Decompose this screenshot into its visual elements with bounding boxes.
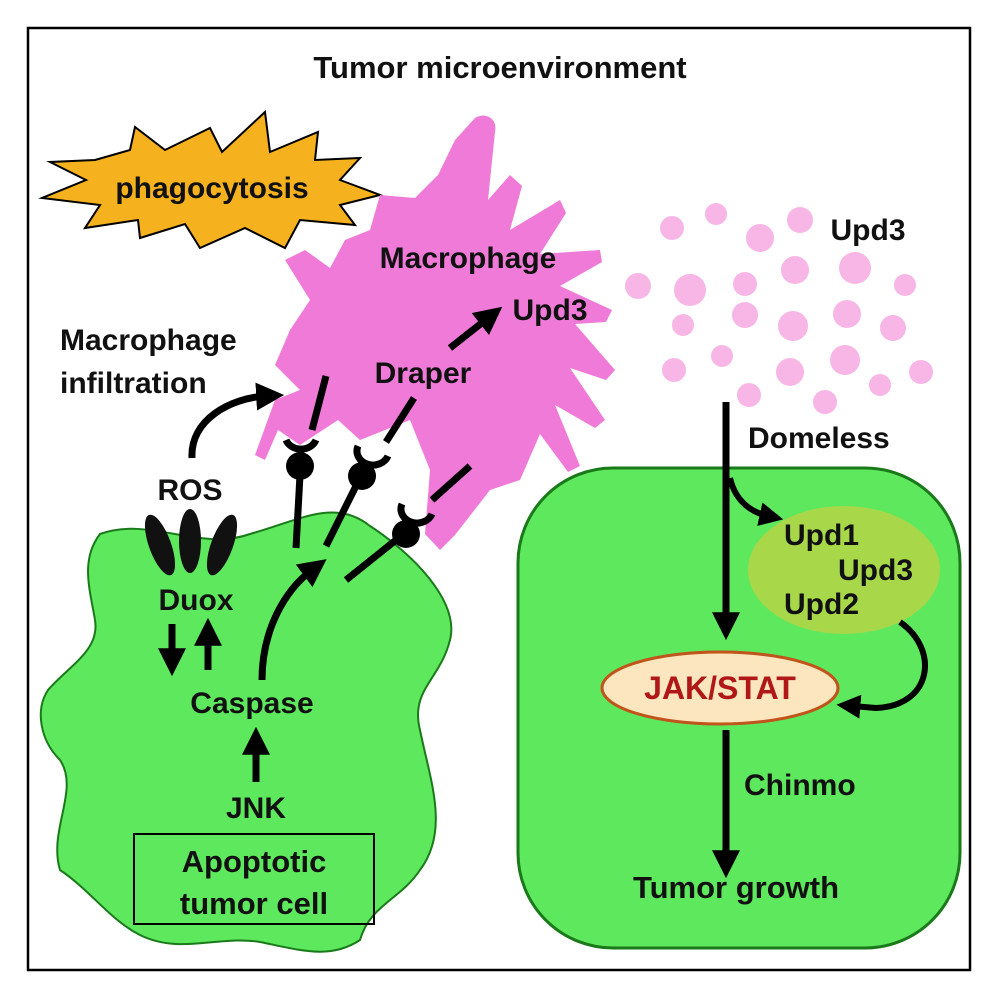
domeless-label: Domeless: [748, 422, 890, 455]
upd-to-jakstat-arrow: [836, 619, 928, 719]
upd3-dot: [660, 216, 684, 240]
phagocytosis-label: phagocytosis: [115, 172, 308, 205]
ros-molecules: [144, 509, 238, 576]
receptor-pair-2: [322, 396, 417, 548]
ros-to-macrophage-arrow: [188, 382, 285, 459]
ros-label: ROS: [157, 474, 222, 507]
receptor-stem: [322, 484, 360, 548]
macrophage-infiltration-label-line2: infiltration: [60, 367, 207, 400]
ros-ellipse: [206, 514, 238, 576]
tumor-growth-label: Tumor growth: [633, 870, 839, 905]
upd3-dot: [833, 300, 861, 328]
receptor-pair-1: [282, 375, 330, 549]
upd1-label: Upd1: [784, 519, 859, 552]
receptor-cup: [397, 502, 436, 527]
upd3-dot: [839, 252, 871, 284]
upd3-dot: [880, 315, 906, 341]
ligand-ball: [286, 452, 314, 480]
macrophage-cell: [255, 115, 615, 551]
ros-ellipse: [179, 509, 201, 573]
upd3-dot-cloud: [625, 203, 933, 414]
diagram-title: Tumor microenvironment: [313, 50, 686, 85]
apoptotic-label-line2: tumor cell: [180, 886, 328, 921]
upd3-dot: [778, 311, 808, 341]
apoptotic-label-line1: Apoptotic: [182, 844, 327, 879]
upd3-dot: [711, 345, 733, 367]
receptor-cup: [353, 444, 392, 469]
jak-stat-label: JAK/STAT: [644, 670, 796, 706]
receptor-stalk: [383, 396, 417, 444]
upd3-dot: [746, 224, 774, 252]
receptor-stalk: [429, 463, 473, 503]
upd3-dot: [894, 274, 916, 296]
upd3-dot: [869, 374, 891, 396]
ligand-ball: [392, 520, 420, 548]
receptor-stem: [343, 537, 399, 583]
upd2-label: Upd2: [784, 588, 859, 621]
phagocytosis-burst: [38, 109, 384, 250]
upd3-dot: [674, 274, 706, 306]
upd3-dot: [733, 272, 757, 296]
upd3-cluster-label: Upd3: [838, 554, 913, 587]
jnk-label: JNK: [226, 792, 286, 825]
upd3-dot: [813, 390, 837, 414]
domeless-to-upd-arrow: [727, 477, 784, 526]
upd3-dot: [781, 256, 809, 284]
upd3-dot: [625, 273, 651, 299]
macrophage-infiltration-label-line1: Macrophage: [60, 324, 237, 357]
upd3-dot: [787, 207, 813, 233]
upd3-dot: [662, 358, 686, 382]
caspase-to-receptor-arrow: [258, 559, 327, 681]
draper-label: Draper: [375, 357, 472, 390]
caspase-label: Caspase: [190, 687, 313, 720]
receptor-pair-3: [343, 463, 473, 583]
upd3-dot: [732, 302, 758, 328]
jak-stat-ellipse: [600, 650, 840, 726]
upd3-dot: [737, 383, 761, 407]
ros-ellipse: [144, 514, 176, 576]
ligand-ball: [348, 462, 376, 490]
chinmo-label: Chinmo: [744, 769, 856, 802]
upd3-inner-label: Upd3: [513, 294, 588, 327]
upd3-dot: [672, 314, 694, 336]
receptor-stem: [292, 474, 304, 549]
receptor-stalk: [308, 375, 330, 431]
upd3-secreted-label: Upd3: [831, 214, 906, 247]
apoptotic-tumor-cell-box: [133, 833, 375, 925]
upd3-dot: [705, 203, 727, 225]
receptor-cup: [282, 438, 320, 453]
upd3-dot: [830, 345, 860, 375]
macrophage-label: Macrophage: [380, 242, 557, 275]
duox-label: Duox: [159, 584, 234, 617]
upd3-dot: [776, 358, 804, 386]
upd3-dot: [909, 360, 933, 384]
upd-cluster: [748, 506, 940, 634]
draper-to-upd3-arrow: [447, 306, 503, 351]
